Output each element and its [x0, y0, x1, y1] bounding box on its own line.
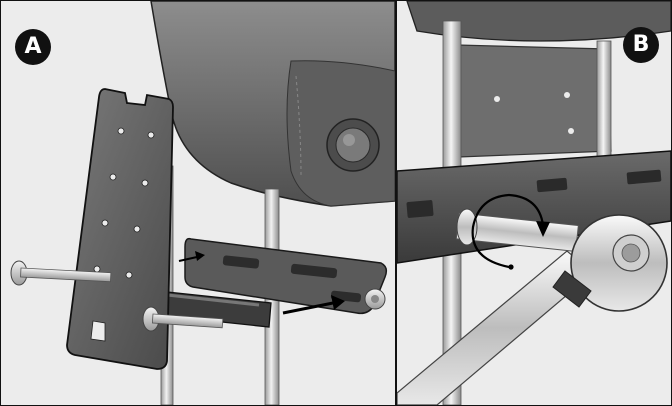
panel-b-illustration	[397, 1, 671, 405]
panel-a-illustration	[1, 1, 395, 405]
step-badge-a: A	[15, 29, 51, 65]
panel-b: B	[397, 1, 671, 405]
insert-arrow-long	[282, 295, 345, 315]
step-badge-b: B	[623, 27, 659, 63]
vesa-plate-back	[456, 44, 612, 158]
panel-divider	[395, 1, 397, 405]
vesa-plate	[66, 88, 174, 370]
rotation-arrow-icon	[471, 193, 550, 270]
headrest-edge	[406, 1, 671, 42]
panel-a: A	[1, 1, 395, 405]
insert-arrow-short	[178, 251, 205, 262]
ratchet-wrench	[397, 214, 668, 405]
